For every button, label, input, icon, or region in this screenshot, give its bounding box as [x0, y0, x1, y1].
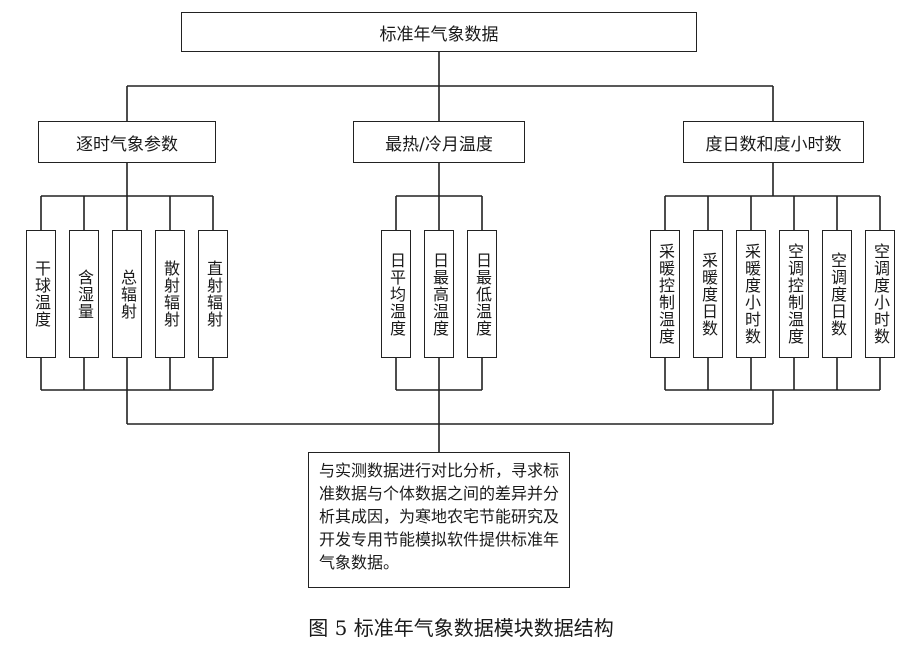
root-node: 标准年气象数据 [181, 12, 697, 52]
leaf-direct-radiation: 直射辐射 [198, 230, 228, 358]
group-hot-cold-month-temp: 最热/冷月温度 [353, 121, 525, 163]
leaf-diffuse-radiation: 散射辐射 [155, 230, 185, 358]
figure-caption: 图 5 标准年气象数据模块数据结构 [308, 616, 614, 640]
leaf-heating-control-temp: 采暖控制温度 [650, 230, 680, 358]
leaf-daily-mean-temp: 日平均温度 [381, 230, 411, 358]
leaf-daily-max-temp: 日最高温度 [424, 230, 454, 358]
leaf-heating-degree-hours: 采暖度小时数 [736, 230, 766, 358]
leaf-moisture-content: 含湿量 [69, 230, 99, 358]
group-hourly-params: 逐时气象参数 [38, 121, 216, 163]
leaf-cooling-degree-days: 空调度日数 [822, 230, 852, 358]
analysis-note: 与实测数据进行对比分析，寻求标准数据与个体数据之间的差异并分析其成因，为寒地农宅… [308, 452, 570, 588]
leaf-total-radiation: 总辐射 [112, 230, 142, 358]
leaf-cooling-control-temp: 空调控制温度 [779, 230, 809, 358]
leaf-heating-degree-days: 采暖度日数 [693, 230, 723, 358]
group-degree-days-hours: 度日数和度小时数 [683, 121, 864, 163]
leaf-dry-bulb-temp: 干球温度 [26, 230, 56, 358]
leaf-cooling-degree-hours: 空调度小时数 [865, 230, 895, 358]
leaf-daily-min-temp: 日最低温度 [467, 230, 497, 358]
